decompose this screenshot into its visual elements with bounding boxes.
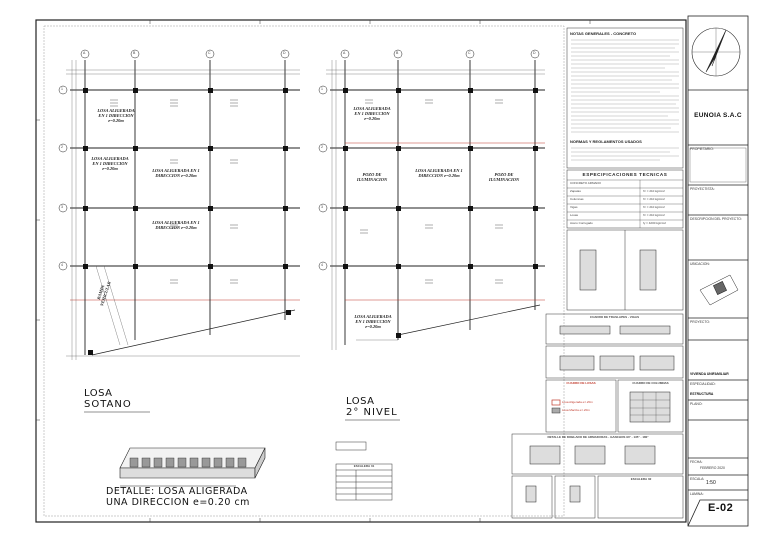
plan-title-line: 2° NIVEL (346, 407, 398, 418)
spec-row-label: Losas (570, 213, 579, 217)
notes-normas-title: NORMAS Y REGLAMENTOS USADOS (570, 139, 642, 144)
escalera2-title: ESCALERA 02 (630, 477, 652, 481)
axis-row-label: 4 (321, 263, 323, 267)
tb-escala-value: 1:50 (706, 480, 716, 486)
losa-ligera-legend: Losa Aligerada e=.20m (562, 400, 593, 404)
detalle-vigas-title: DETALLE DE DOBLADO DE ARMADURAS - GANCHO… (547, 435, 649, 439)
company-name: EUNOIA S.A.C (694, 112, 742, 119)
axis-col-label: A (83, 51, 86, 55)
plan-title-line: LOSA (346, 396, 375, 407)
tb-proyectista-label: PROYECTISTA: (690, 187, 715, 191)
right-plan-grid (330, 60, 545, 345)
traslapes-title: CUADRO DE TRASLAPES - VIGAS (589, 315, 640, 319)
tb-especialidad-label: ESPECIALIDAD: (690, 382, 716, 386)
axis-row-label: 2 (321, 145, 323, 149)
axis-col-label: C (468, 51, 471, 55)
slab-label: LOSA ALIGERADA EN 1 DIRECCION e=0.20m (91, 156, 129, 171)
detail-title: DETALLE: LOSA ALIGERADA UNA DIRECCION e=… (106, 486, 250, 508)
slab-label: LOSA ALIGERADA EN 1 DIRECCION e=0.20m (354, 314, 392, 329)
spec-row-label: Zapatas (570, 189, 581, 193)
axis-col-label: C (208, 51, 211, 55)
slab-label: POZO DE ILUMINACION (488, 172, 520, 182)
axis-col-label: D (283, 51, 286, 55)
plan-title-line: LOSA (84, 388, 113, 399)
tb-lamina-label: LAMINA: (690, 492, 704, 496)
axis-row-label: 1 (321, 87, 323, 91)
sheet-number: E-02 (708, 502, 734, 514)
axis-row-label: 3 (321, 205, 323, 209)
axis-row-label: 3 (61, 205, 63, 209)
spec-row-value: f'c = 210 kg/cm2 (643, 189, 665, 193)
axis-col-label: B (133, 51, 136, 55)
axis-row-label: 4 (61, 263, 63, 267)
detail-title-line: DETALLE: LOSA ALIGERADA (106, 486, 248, 497)
slab-label: LOSA ALIGERADA EN 1 DIRECCION e=0.20m (152, 168, 200, 178)
slab-label: LOSA ALIGERADA EN 1 DIRECCION e=0.20m (415, 168, 463, 178)
specs-title: ESPECIFICACIONES TECNICAS (582, 172, 668, 177)
tb-especialidad-value: ESTRUCTURA (690, 392, 714, 396)
spec-row-label: Columnas (570, 197, 584, 201)
spec-row-value: fy = 4200 kg/cm2 (643, 221, 666, 225)
tb-ubicacion-label: UBICACION: (690, 262, 710, 266)
spec-row-label: Vigas (570, 205, 578, 209)
slab-label: LOSA ALIGERADA EN 1 DIRECCION e=0.20m (152, 220, 200, 230)
spec-row-value: f'c = 210 kg/cm2 (643, 197, 665, 201)
escalera-title: ESCALERA 01 (353, 464, 375, 468)
spec-row-value: f'c = 210 kg/cm2 (643, 205, 665, 209)
cuadro-losas-title: CUADRO DE LOSAS (566, 381, 596, 385)
tb-escala-label: ESCALA: (690, 477, 705, 481)
tb-proyecto-label: PROYECTO: (690, 320, 710, 324)
slab-label: LOSA ALIGERADA EN 1 DIRECCION e=0.20m (97, 108, 135, 123)
axis-col-label: D (533, 51, 536, 55)
axis-row-label: 1 (61, 87, 63, 91)
slab-label: LOSA ALIGERADA EN 1 DIRECCION e=0.20m (353, 106, 391, 121)
tb-propietario-label: PROPIETARIO: (690, 147, 714, 151)
tb-proyecto-value: VIVIENDA UNIFAMILIAR (690, 372, 729, 376)
slab-label: POZO DE ILUMINACION (356, 172, 388, 182)
plan-title-line: SOTANO (84, 399, 132, 410)
tb-plano-label: PLANO: (690, 402, 703, 406)
left-plan-grid (70, 60, 300, 356)
axis-row-label: 2 (61, 145, 63, 149)
detail-title-line: UNA DIRECCION e=0.20 cm (106, 497, 250, 508)
columnas-title: CUADRO DE COLUMNAS (632, 381, 669, 385)
spec-row-label: Acero Corrugado (570, 221, 593, 225)
spec-row-label: CONCRETO ARMADO (570, 181, 601, 185)
axis-col-label: B (396, 51, 399, 55)
axis-col-label: A (343, 51, 346, 55)
north-arrow-icon (691, 27, 741, 77)
losa-maciza-legend: Losa Maciza e=.20m (562, 408, 590, 412)
tb-fecha-label: FECHA: (690, 460, 703, 464)
plan-title-sotano: LOSA SOTANO (84, 388, 132, 410)
tb-fecha-value: FEBRERO 2020 (700, 466, 725, 470)
plan-title-nivel2: LOSA 2° NIVEL (346, 396, 398, 418)
notes-concreto-title: NOTAS GENERALES - CONCRETO (570, 31, 637, 36)
spec-row-value: f'c = 210 kg/cm2 (643, 213, 665, 217)
tb-descripcion-label: DESCRIPCION DEL PROYECTO: (690, 217, 742, 221)
